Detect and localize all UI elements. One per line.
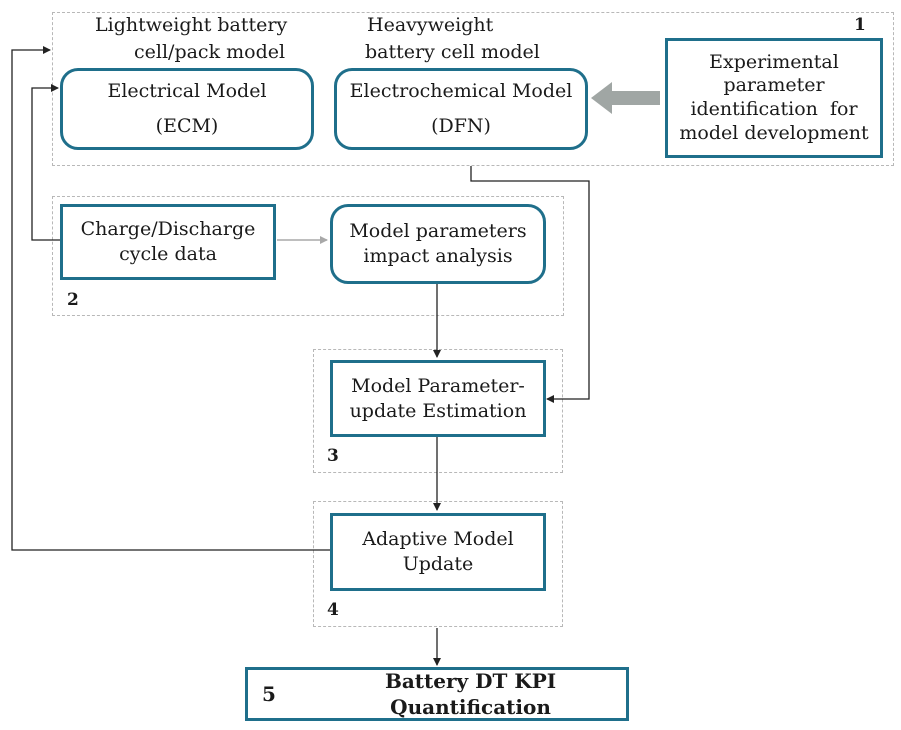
adaptive-model-box: Adaptive Model Update — [330, 513, 546, 591]
charge-discharge-line1: Charge/Discharge — [80, 218, 256, 241]
big-arrow-experimental-to-electrochemical — [591, 82, 660, 114]
experimental-line4: model development — [679, 121, 869, 144]
group-4-dashed-frame — [313, 501, 563, 627]
group-1-number: 1 — [854, 15, 866, 35]
kpi-quantification-box: 5 Battery DT KPI Quantification — [245, 667, 629, 721]
adaptive-model-line2: Update — [402, 553, 474, 575]
heavyweight-label-line1: Heavyweight — [367, 14, 494, 36]
electrochemical-model-box: Electrochemical Model (DFN) — [334, 68, 588, 150]
parameter-estimation-line1: Model Parameter- — [351, 374, 525, 397]
experimental-line2: parameter — [723, 74, 825, 97]
charge-discharge-box: Charge/Discharge cycle data — [60, 204, 276, 280]
heavyweight-label-line2: battery cell model — [365, 41, 540, 63]
experimental-line3: identification for — [690, 98, 858, 120]
adaptive-model-line1: Adaptive Model — [362, 528, 514, 551]
lightweight-label-line1: Lightweight battery — [95, 14, 288, 36]
parameter-estimation-line2: update Estimation — [349, 399, 527, 422]
experimental-identification-box: Experimental parameter identification fo… — [665, 38, 883, 158]
group-2-number: 2 — [67, 290, 79, 310]
kpi-number: 5 — [262, 682, 276, 706]
experimental-line1: Experimental — [709, 50, 839, 73]
electrical-model-abbr: (ECM) — [155, 115, 219, 137]
impact-analysis-box: Model parameters impact analysis — [330, 204, 546, 284]
group-4-number: 4 — [327, 600, 339, 620]
group-2-dashed-frame — [52, 196, 564, 316]
arrow-dfn-to-estimation — [470, 166, 590, 403]
arrow-charge-to-electrical — [31, 84, 60, 241]
electrochemical-model-abbr: (DFN) — [431, 115, 491, 137]
electrochemical-model-title: Electrochemical Model — [349, 80, 573, 103]
electrical-model-title: Electrical Model — [107, 80, 267, 103]
kpi-title: Battery DT KPI Quantification — [384, 669, 557, 719]
lightweight-label-line2: cell/pack model — [134, 41, 286, 63]
impact-analysis-line2: impact analysis — [363, 245, 513, 267]
parameter-estimation-box: Model Parameter- update Estimation — [330, 360, 546, 437]
feedback-arrow-to-group1 — [11, 46, 330, 551]
group-3-dashed-frame — [313, 349, 563, 473]
charge-discharge-line2: cycle data — [119, 243, 217, 265]
group-3-number: 3 — [327, 446, 339, 466]
electrical-model-box: Electrical Model (ECM) — [60, 68, 314, 150]
impact-analysis-line1: Model parameters — [349, 220, 527, 243]
